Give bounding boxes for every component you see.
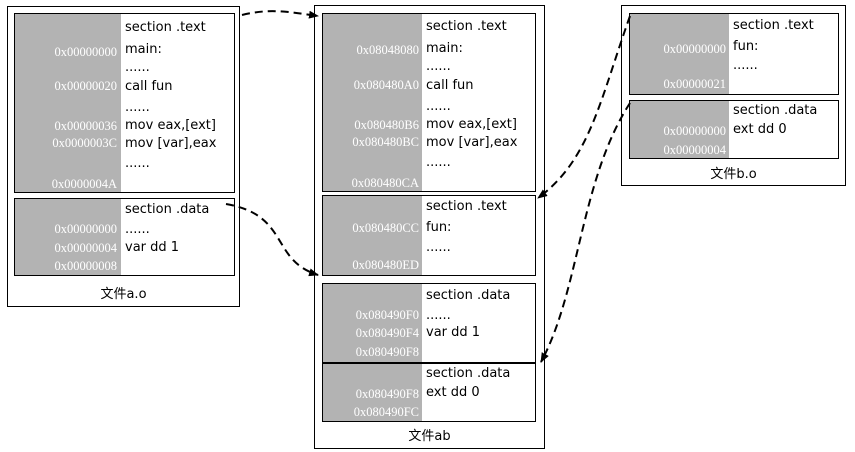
- address-label: 0x0000003C: [52, 136, 117, 150]
- address-label: 0x08048080: [356, 43, 420, 57]
- file-ab-label: 文件ab: [408, 429, 451, 444]
- section-header: section .text: [426, 19, 507, 34]
- address-label: 0x080480CA: [351, 176, 419, 190]
- address-label: 0x00000021: [663, 77, 727, 91]
- file-b-box: 0x00000000 0x00000021 section .text fun:…: [621, 5, 846, 186]
- code-line: ......: [426, 155, 451, 170]
- code-line: fun:: [733, 39, 759, 54]
- address-label: 0x00000036: [54, 119, 118, 133]
- address-label: 0x00000020: [54, 79, 118, 93]
- file-b-data-section: 0x00000000 0x00000004 section .data ext …: [629, 100, 839, 159]
- section-header: section .data: [733, 103, 818, 118]
- address-column: [15, 14, 121, 192]
- address-label: 0x080490F0: [355, 308, 419, 322]
- address-column: [323, 364, 422, 421]
- file-ab-data-section-b: 0x080490F8 0x080490FC section .data ext …: [322, 363, 536, 422]
- section-header: section .text: [426, 199, 507, 214]
- address-column: [323, 14, 422, 191]
- code-line: main:: [125, 42, 162, 57]
- file-b-label: 文件b.o: [710, 167, 757, 182]
- address-label: 0x00000000: [54, 45, 118, 59]
- address-column: [323, 196, 422, 275]
- code-line: mov [var],eax: [125, 136, 217, 151]
- code-line: ......: [426, 308, 451, 323]
- file-a-text-section: 0x00000000 0x00000020 0x00000036 0x00000…: [14, 13, 235, 193]
- address-label: 0x080490F8: [355, 387, 419, 401]
- code-line: mov eax,[ext]: [426, 117, 517, 132]
- file-a-data-section: 0x00000000 0x00000004 0x00000008 section…: [14, 198, 235, 276]
- code-line: fun:: [426, 220, 452, 235]
- code-line: ext dd 0: [426, 385, 480, 400]
- code-line: ......: [426, 240, 451, 255]
- code-line: call fun: [125, 79, 173, 94]
- code-line: ......: [426, 99, 451, 114]
- file-b-text-section: 0x00000000 0x00000021 section .text fun:…: [629, 13, 839, 95]
- address-column: [630, 14, 729, 94]
- code-line: mov eax,[ext]: [125, 118, 216, 133]
- address-label: 0x00000004: [663, 143, 727, 157]
- arrow-b-data-to-ab-ext: [540, 102, 631, 363]
- address-label: 0x080490FC: [353, 405, 419, 419]
- file-a-label: 文件a.o: [100, 287, 147, 302]
- code-line: mov [var],eax: [426, 135, 518, 150]
- code-line: ext dd 0: [733, 122, 787, 137]
- code-line: ......: [733, 58, 758, 73]
- address-label: 0x0000004A: [51, 177, 117, 191]
- address-label: 0x00000004: [54, 241, 118, 255]
- address-column: [630, 101, 729, 158]
- code-line: var dd 1: [426, 325, 481, 340]
- address-label: 0x00000000: [663, 124, 727, 138]
- address-column: [323, 284, 422, 362]
- code-line: ......: [125, 156, 150, 171]
- section-header: section .data: [426, 366, 511, 381]
- file-a-box: 0x00000000 0x00000020 0x00000036 0x00000…: [7, 6, 240, 307]
- address-label: 0x080480ED: [352, 258, 419, 272]
- code-line: ......: [426, 59, 451, 74]
- code-line: ......: [125, 100, 150, 115]
- address-label: 0x00000000: [54, 222, 118, 236]
- address-column: [15, 199, 121, 275]
- file-ab-text-section: 0x08048080 0x080480A0 0x080480B6 0x08048…: [322, 13, 536, 192]
- code-line: ......: [125, 222, 150, 237]
- section-header: section .data: [125, 202, 210, 217]
- address-label: 0x080480BC: [352, 135, 419, 149]
- address-label: 0x080480A0: [353, 78, 419, 92]
- arrow-a-text-to-ab-text: [241, 10, 319, 19]
- file-ab-fun-section: 0x080480CC 0x080480ED section .text fun:…: [322, 195, 536, 276]
- arrow-b-text-to-ab-fun: [537, 15, 631, 199]
- file-ab-data-section-a: 0x080490F0 0x080490F4 0x080490F8 section…: [322, 283, 536, 363]
- code-line: ......: [125, 60, 150, 75]
- section-header: section .text: [125, 20, 206, 35]
- address-label: 0x00000008: [54, 259, 118, 273]
- code-line: call fun: [426, 78, 474, 93]
- address-label: 0x080480B6: [354, 118, 419, 132]
- file-ab-box: 0x08048080 0x080480A0 0x080480B6 0x08048…: [314, 5, 545, 449]
- section-header: section .text: [733, 18, 814, 33]
- address-label: 0x00000000: [663, 42, 727, 56]
- address-label: 0x080490F4: [355, 326, 419, 340]
- address-label: 0x080480CC: [352, 221, 419, 235]
- code-line: var dd 1: [125, 240, 180, 255]
- address-label: 0x080490F8: [355, 345, 419, 359]
- code-line: main:: [426, 41, 463, 56]
- section-header: section .data: [426, 288, 511, 303]
